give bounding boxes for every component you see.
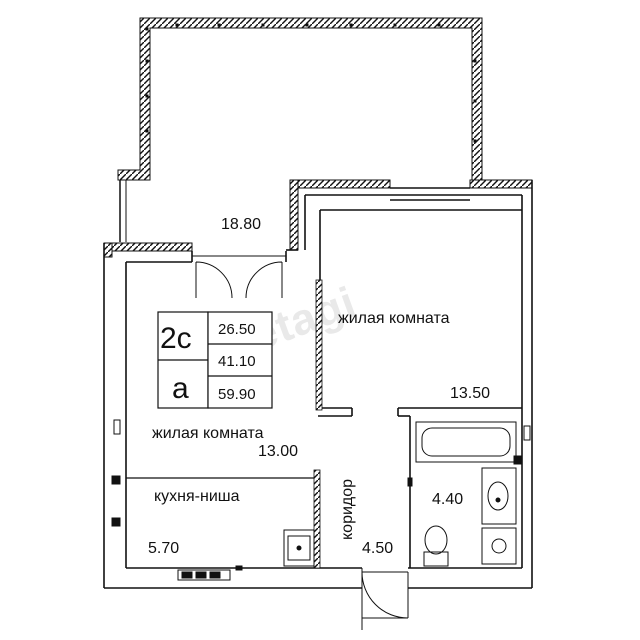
kitchen-sink-icon xyxy=(283,529,315,567)
living-room-right-label: жилая комната xyxy=(338,310,450,327)
corridor-label: коридор xyxy=(339,479,356,540)
balcony xyxy=(117,17,483,242)
corridor-area: 4.50 xyxy=(362,540,393,557)
area-without-balcony-value: 41.10 xyxy=(218,353,256,370)
rooms-count: 2с xyxy=(160,322,192,355)
kitchen-area: 5.70 xyxy=(148,540,179,557)
apartment-summary-table xyxy=(157,311,273,409)
radiators xyxy=(113,419,531,441)
living-area-value: 26.50 xyxy=(218,321,256,338)
kitchen-label: кухня-ниша xyxy=(154,488,240,505)
total-area-value: 59.90 xyxy=(218,386,256,403)
stove-icon xyxy=(177,569,231,581)
partition-walls xyxy=(313,279,323,569)
bathroom-area: 4.40 xyxy=(432,491,463,508)
wall-outlets xyxy=(111,455,523,571)
sink-icon xyxy=(481,467,517,525)
balcony-door xyxy=(192,255,286,299)
apartment-type: а xyxy=(172,372,189,405)
entrance-door xyxy=(361,568,409,630)
walls xyxy=(103,180,533,589)
living-room-right-area: 13.50 xyxy=(450,385,490,402)
balcony-area: 18.80 xyxy=(221,216,261,233)
washer-icon xyxy=(481,527,517,565)
exterior-walls xyxy=(103,179,533,258)
living-room-left-area: 13.00 xyxy=(258,443,298,460)
toilet-icon xyxy=(423,525,449,567)
bathtub-icon xyxy=(415,421,517,463)
living-room-left-label: жилая комната xyxy=(152,425,264,442)
